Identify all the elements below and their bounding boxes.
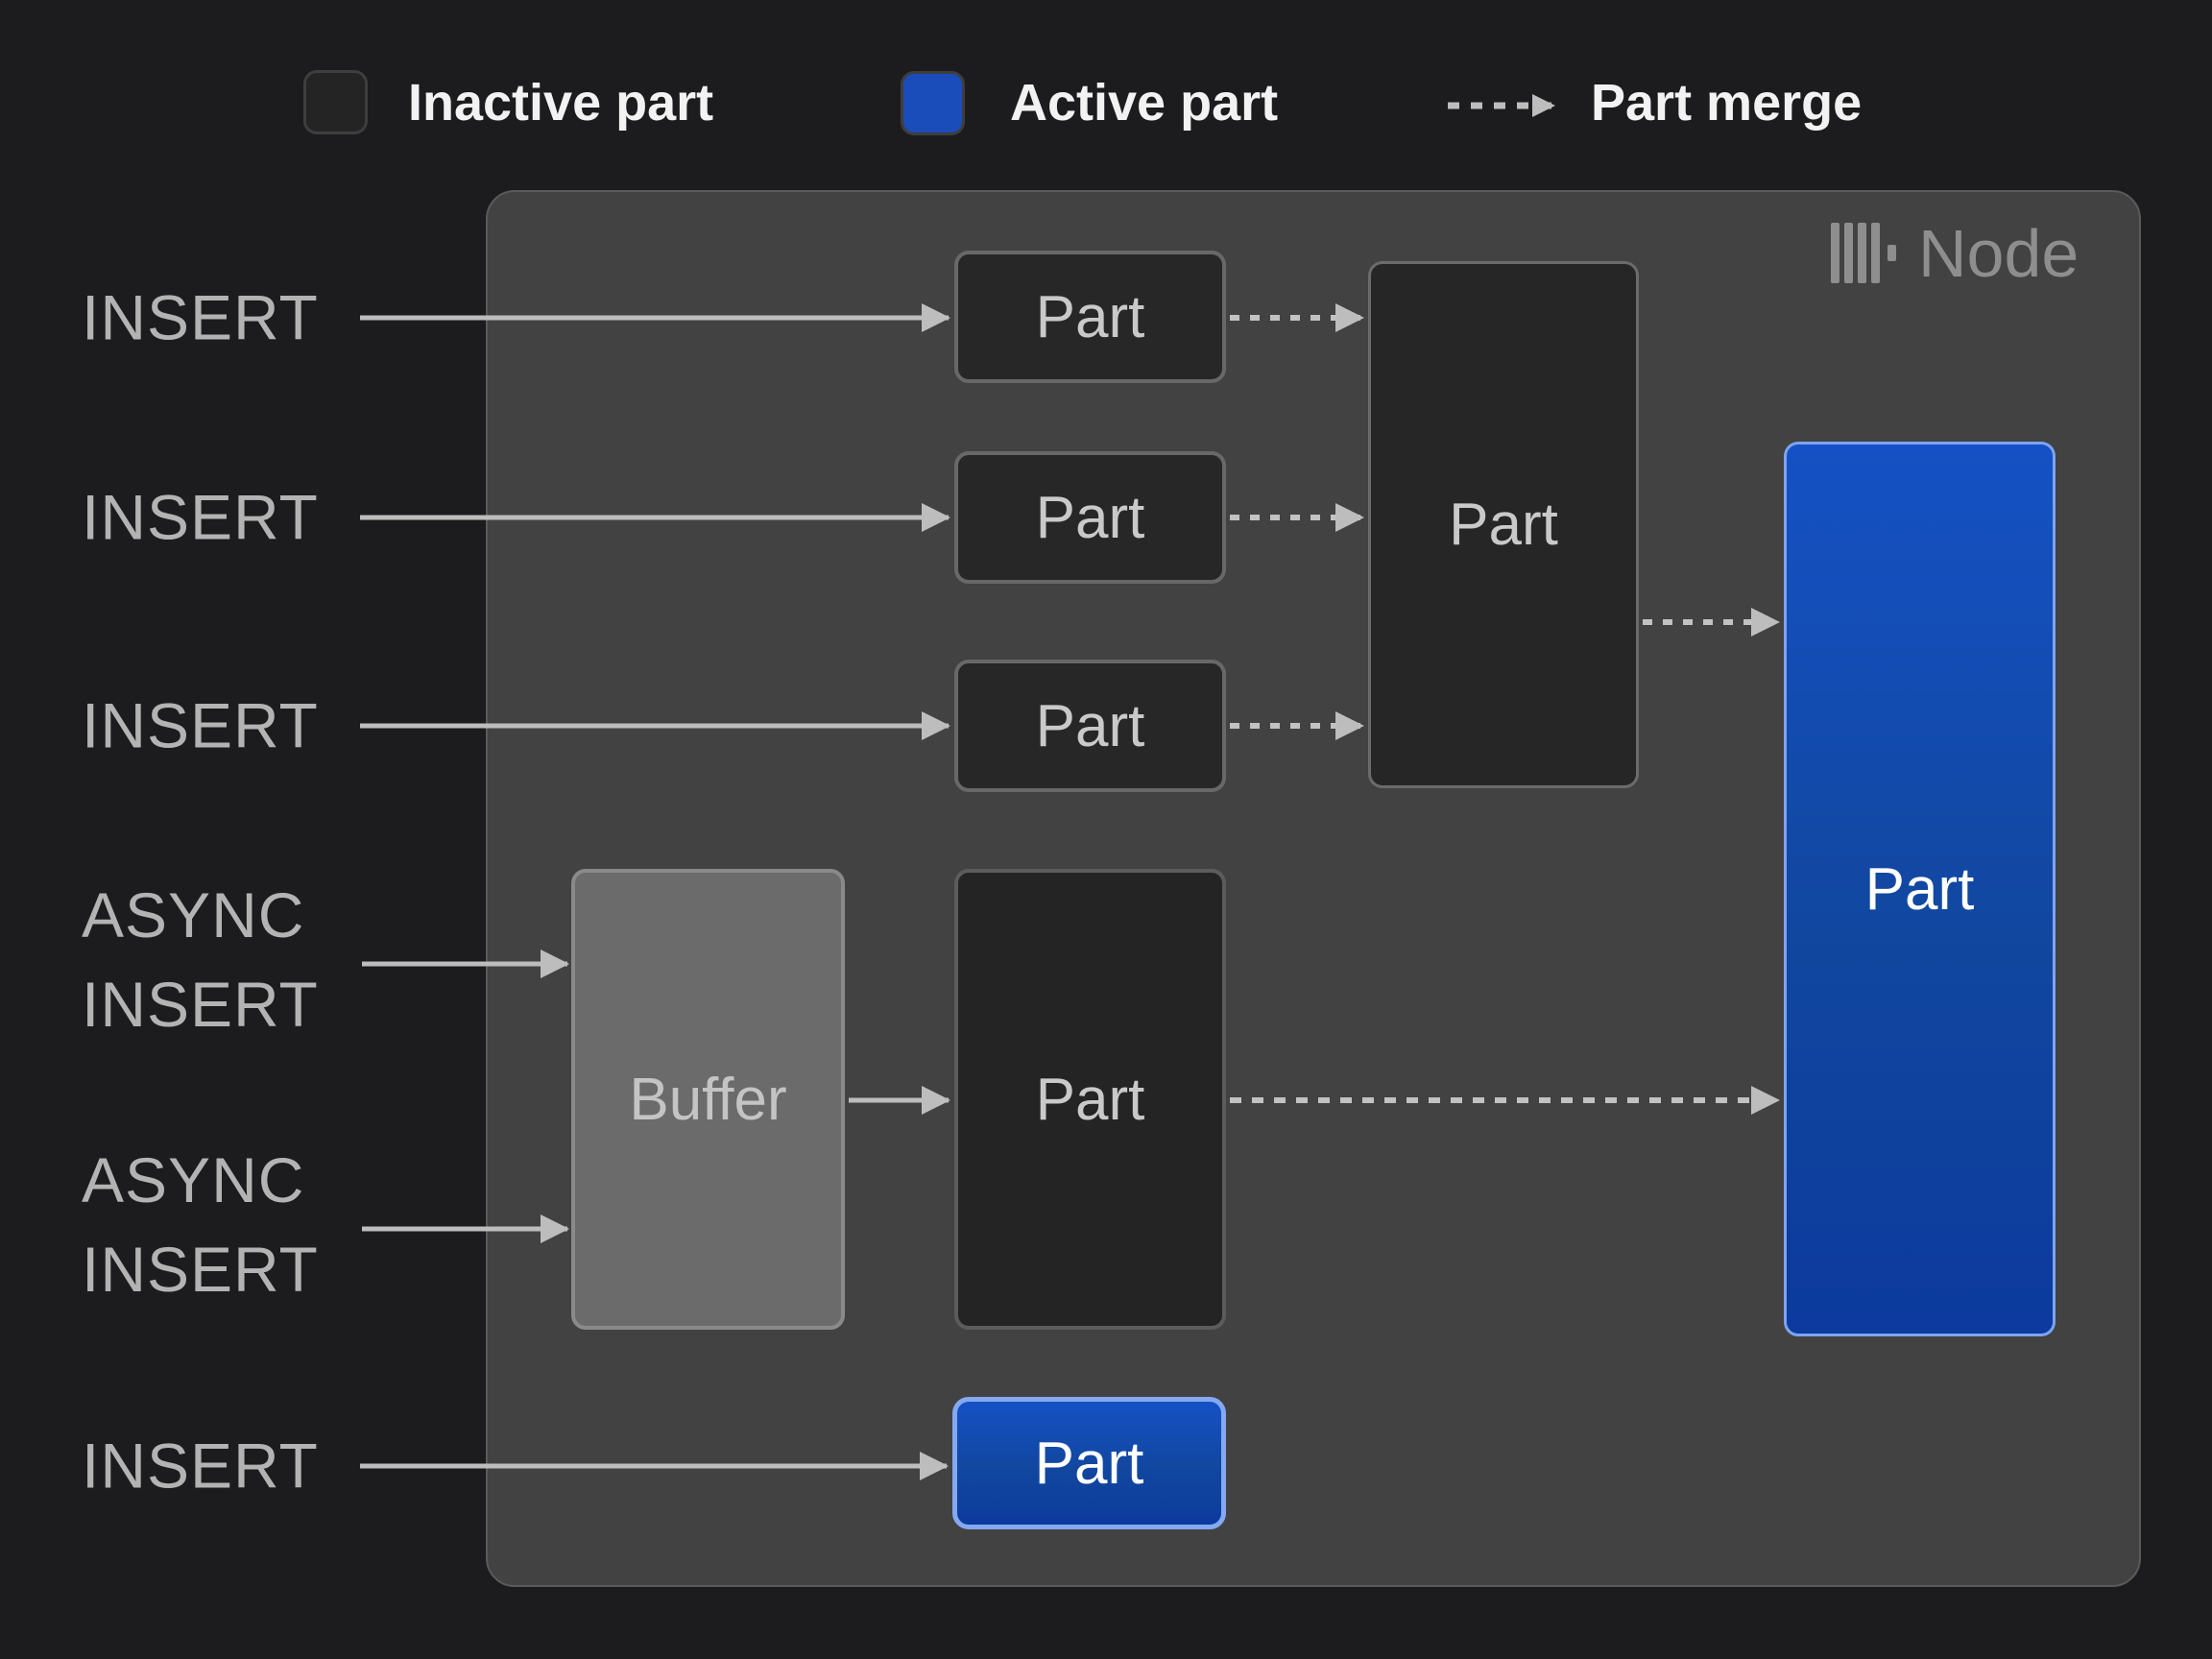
insert-label-4: INSERT xyxy=(82,1430,319,1502)
insert-label-3: INSERT xyxy=(82,689,319,761)
buffer-box: Buffer xyxy=(571,869,845,1330)
part-box-active-small: Part xyxy=(952,1397,1226,1529)
active-part-swatch xyxy=(901,71,965,135)
inactive-part-swatch xyxy=(303,70,368,134)
insert-label-2: INSERT xyxy=(82,481,319,553)
part-box-small-2: Part xyxy=(954,451,1226,584)
clickhouse-bars-icon xyxy=(1887,245,1896,261)
legend-label-inactive: Inactive part xyxy=(408,74,714,132)
legend-label-merge: Part merge xyxy=(1591,74,1863,132)
legend-label-active: Active part xyxy=(1010,74,1279,132)
async-insert-label-1-line2: INSERT xyxy=(82,969,319,1040)
async-insert-label-2-line1: ASYNC xyxy=(82,1144,305,1215)
clickhouse-bars-icon xyxy=(1858,223,1866,283)
part-box-small-1: Part xyxy=(954,251,1226,383)
async-insert-label-2: ASYNC INSERT xyxy=(82,1136,319,1314)
clickhouse-bars-icon xyxy=(1831,223,1839,283)
async-insert-label-2-line2: INSERT xyxy=(82,1234,319,1305)
insert-label-1: INSERT xyxy=(82,281,319,353)
part-box-small-3: Part xyxy=(954,660,1226,792)
part-box-large-inactive: Part xyxy=(954,869,1226,1330)
async-insert-label-1: ASYNC INSERT xyxy=(82,871,319,1049)
async-insert-label-1-line1: ASYNC xyxy=(82,879,305,950)
clickhouse-bars-icon xyxy=(1871,223,1880,283)
node-title: Node xyxy=(1918,216,2080,291)
part-box-merge-target: Part xyxy=(1368,261,1639,788)
part-box-active-tall: Part xyxy=(1784,442,2056,1336)
clickhouse-bars-icon xyxy=(1844,223,1853,283)
